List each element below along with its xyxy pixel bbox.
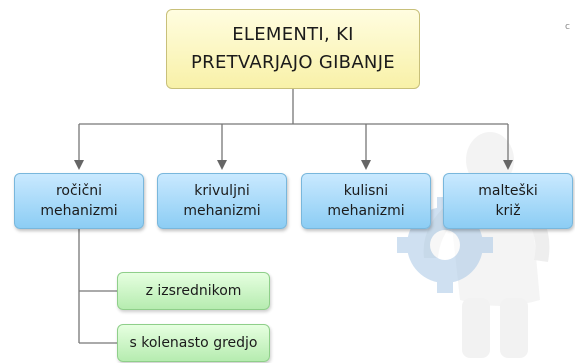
sub-branch-node-2: s kolenasto gredjo [117,324,270,362]
branch-node-3: kulisni mehanizmi [301,173,431,229]
corner-mark: c [565,22,570,32]
root-node: ELEMENTI, KI PRETVARJAJO GIBANJE [166,9,420,89]
sub-branch-node-1: z izsrednikom [117,272,270,310]
branch-node-4: malteški križ [443,173,573,229]
branch-node-2: krivuljni mehanizmi [157,173,287,229]
branch-node-1: ročični mehanizmi [14,173,144,229]
